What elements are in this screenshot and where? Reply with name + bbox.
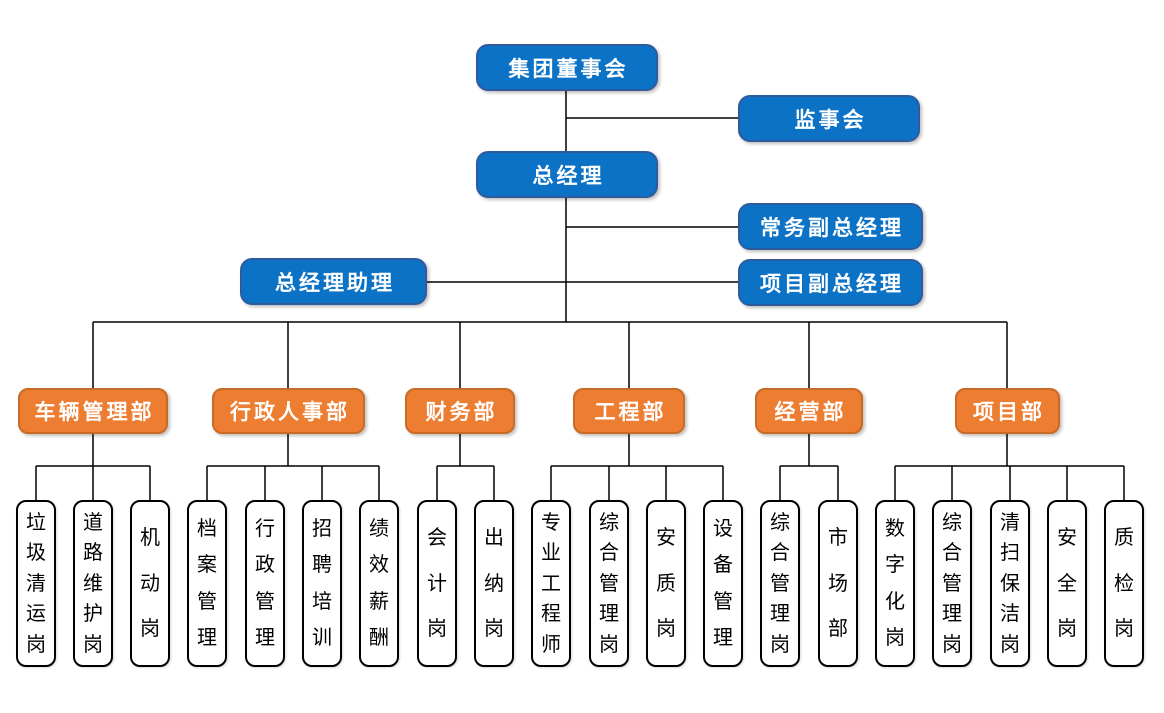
- position-box: 出纳岗: [474, 500, 514, 667]
- position-box: 会计岗: [417, 500, 457, 667]
- position-box: 质检岗: [1104, 500, 1144, 667]
- node-executive-deputy-gm: 常务副总经理: [738, 203, 923, 250]
- position-box: 安质岗: [646, 500, 686, 667]
- node-dept-finance: 财务部: [405, 388, 515, 434]
- position-box: 专业工程师: [531, 500, 571, 667]
- position-box: 绩效薪酬: [359, 500, 399, 667]
- position-box: 安全岗: [1047, 500, 1087, 667]
- position-box: 招聘培训: [302, 500, 342, 667]
- node-dept-project: 项目部: [955, 388, 1060, 434]
- node-dept-hr-admin: 行政人事部: [212, 388, 365, 434]
- node-dept-engineering: 工程部: [573, 388, 685, 434]
- node-dept-vehicle-mgmt: 车辆管理部: [18, 388, 168, 434]
- position-box: 数字化岗: [875, 500, 915, 667]
- position-box: 行政管理: [245, 500, 285, 667]
- node-project-deputy-gm: 项目副总经理: [738, 259, 923, 306]
- position-box: 机动岗: [130, 500, 170, 667]
- position-box: 综合管理岗: [932, 500, 972, 667]
- position-box: 综合管理岗: [589, 500, 629, 667]
- position-box: 档案管理: [187, 500, 227, 667]
- position-box: 清扫保洁岗: [990, 500, 1030, 667]
- node-group-board: 集团董事会: [476, 44, 658, 91]
- node-gm-assistant: 总经理助理: [240, 258, 427, 305]
- node-supervisory-board: 监事会: [738, 95, 920, 142]
- position-box: 垃圾清运岗: [16, 500, 56, 667]
- position-box: 市场部: [818, 500, 858, 667]
- node-general-manager: 总经理: [476, 151, 658, 198]
- position-box: 设备管理: [703, 500, 743, 667]
- node-dept-operations: 经营部: [755, 388, 863, 434]
- position-box: 综合管理岗: [760, 500, 800, 667]
- position-box: 道路维护岗: [73, 500, 113, 667]
